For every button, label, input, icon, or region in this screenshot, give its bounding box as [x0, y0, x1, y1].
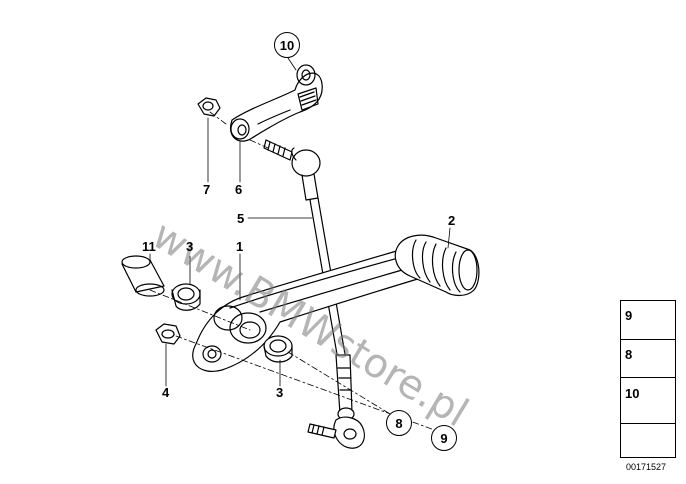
parts-legend: 9 8 10 — [620, 300, 676, 458]
legend-row-9: 9 — [621, 301, 675, 340]
callout-3-lower: 3 — [276, 385, 284, 400]
legend-label-8: 8 — [625, 347, 633, 362]
nut-4 — [155, 323, 181, 345]
callout-8-circled: 8 — [386, 410, 412, 436]
bushing-3-upper — [171, 283, 201, 311]
legend-label-10: 10 — [625, 386, 640, 401]
legend-label-9: 9 — [625, 308, 633, 323]
stud-bolt-upper — [263, 139, 293, 161]
callout-6: 6 — [235, 182, 243, 197]
nut-7 — [197, 97, 221, 117]
callout-9-circled: 9 — [431, 425, 457, 451]
callout-5: 5 — [237, 211, 245, 226]
bushing-3-lower — [263, 335, 293, 363]
legend-row-8: 8 — [621, 339, 675, 378]
upper-lever-arm — [230, 64, 323, 142]
foot-peg — [394, 234, 480, 297]
leader-lines — [149, 57, 451, 387]
diagram-id: 00171527 — [626, 462, 667, 472]
ball-joint-upper — [291, 147, 321, 201]
callout-1: 1 — [236, 239, 244, 254]
callout-2: 2 — [448, 213, 456, 228]
ball-joint-lower — [307, 416, 365, 449]
bushing-11 — [121, 255, 165, 297]
callout-3-upper: 3 — [186, 239, 194, 254]
callout-7: 7 — [203, 182, 211, 197]
callout-4: 4 — [162, 385, 170, 400]
callout-11: 11 — [142, 239, 156, 254]
legend-row-10: 10 — [621, 377, 675, 424]
callout-10-circled: 10 — [274, 32, 300, 58]
linkage-rod — [309, 197, 355, 421]
gear-lever-main — [192, 243, 449, 372]
